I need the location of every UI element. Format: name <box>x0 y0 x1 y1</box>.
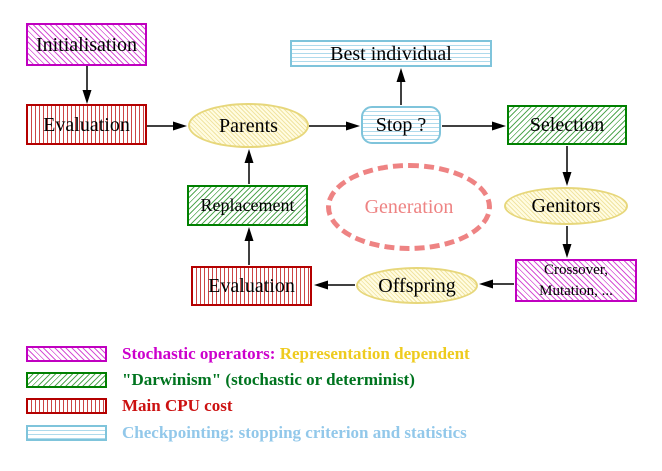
arrow-parents-to-stop <box>309 121 360 131</box>
arrow-initialisation-to-evaluation <box>82 66 92 104</box>
node-replacement-label: Replacement <box>200 194 295 215</box>
node-parents-label: Parents <box>219 114 278 137</box>
node-evaluation-bottom: Evaluation <box>191 266 312 306</box>
node-crossover-label-line2: Mutation, ... <box>539 282 613 299</box>
arrow-selection-to-genitors <box>562 146 572 186</box>
node-crossover-mutation: Crossover, Mutation, ... <box>515 259 637 302</box>
generation-cycle-ellipse: Generation <box>326 163 492 251</box>
node-replacement: Replacement <box>187 185 308 226</box>
arrow-stop-to-selection <box>442 121 506 131</box>
node-offspring-label: Offspring <box>378 274 456 297</box>
node-stop: Stop ? <box>361 106 441 144</box>
arrow-replacement-to-parents <box>244 149 254 184</box>
legend-swatch-cyan-stripes <box>26 425 107 441</box>
node-best-individual: Best individual <box>290 40 492 67</box>
arrow-evaluation-to-parents <box>146 121 187 131</box>
arrow-evaluation-to-replacement <box>244 227 254 265</box>
node-stop-label: Stop ? <box>375 114 427 136</box>
node-genitors: Genitors <box>504 187 628 225</box>
legend-label-darwinism: "Darwinism" (stochastic or determinist) <box>122 370 415 389</box>
legend-label-representation-dependent: Representation dependent <box>279 344 470 363</box>
legend-swatch-red-stripes <box>26 398 107 414</box>
generation-label: Generation <box>364 195 454 218</box>
node-offspring: Offspring <box>356 267 478 304</box>
legend-swatch-green-hatch <box>26 372 107 388</box>
node-evaluation-top: Evaluation <box>26 104 147 145</box>
node-evaluation-top-label: Evaluation <box>43 113 130 136</box>
arrow-crossover-to-offspring <box>479 279 514 289</box>
arrow-stop-to-best-individual <box>396 68 406 105</box>
node-genitors-label: Genitors <box>531 195 601 217</box>
legend-label-stochastic-operators: Stochastic operators: <box>122 344 276 363</box>
node-crossover-label-line1: Crossover, <box>544 262 608 279</box>
legend-swatch-magenta-hatch <box>26 346 107 362</box>
arrow-genitors-to-crossover <box>562 226 572 258</box>
node-initialisation-label: Initialisation <box>35 33 138 56</box>
legend-label-main-cpu-cost: Main CPU cost <box>122 396 233 415</box>
node-evaluation-bottom-label: Evaluation <box>208 275 295 297</box>
node-best-individual-label: Best individual <box>330 42 452 65</box>
node-selection-label: Selection <box>529 114 605 136</box>
legend-label-checkpointing: Checkpointing: stopping criterion and st… <box>122 423 467 442</box>
node-parents: Parents <box>188 103 309 148</box>
arrow-offspring-to-evaluation <box>314 280 355 290</box>
node-initialisation: Initialisation <box>26 23 147 66</box>
node-selection: Selection <box>507 105 627 145</box>
